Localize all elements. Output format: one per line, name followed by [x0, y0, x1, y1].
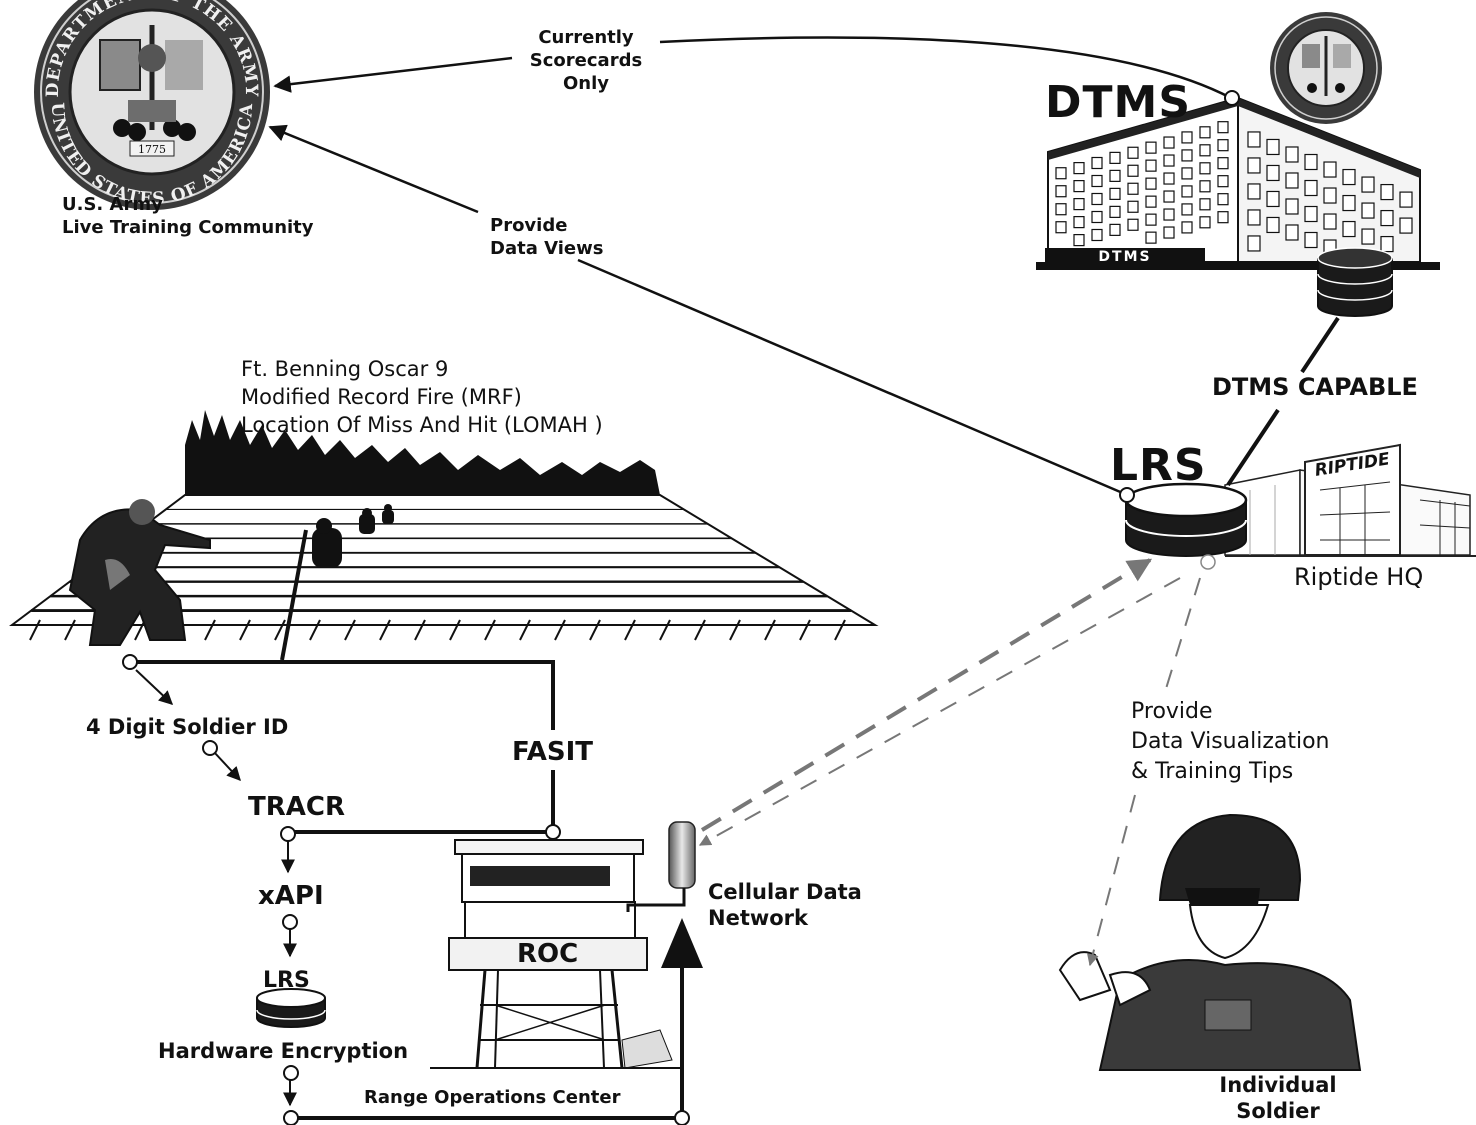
dataviews-label: Provide Data Views	[490, 214, 603, 260]
lrs-local-database-icon	[256, 988, 326, 1028]
riptide-label: Riptide HQ	[1294, 563, 1424, 591]
dtms-windows	[1055, 121, 1413, 256]
xapi-label: xAPI	[258, 881, 324, 911]
army-seal-small-icon	[1270, 12, 1382, 124]
kneeling-rifleman-icon	[68, 499, 211, 646]
viz-line1: Provide	[1131, 699, 1213, 724]
viz-label: Provide Data Visualization & Training Ti…	[1131, 697, 1329, 787]
range-line1: Ft. Benning Oscar 9	[241, 357, 449, 381]
range-lanes	[9, 494, 879, 641]
soldier-with-tablet-icon	[1058, 813, 1362, 1071]
connector-nodes	[122, 90, 1240, 1125]
lrs-main-title: LRS	[1110, 440, 1207, 491]
roc-full-label: Range Operations Center	[364, 1087, 621, 1108]
cellular-line2: Network	[708, 906, 809, 930]
range-targets	[312, 504, 394, 568]
cellular-antenna-icon	[626, 821, 696, 912]
range-line2: Modified Record Fire (MRF)	[241, 385, 522, 409]
tracr-label: TRACR	[248, 792, 345, 822]
army-label-line2: Live Training Community	[62, 217, 314, 238]
scorecards-line3: Only	[562, 73, 610, 94]
range-treeline	[185, 410, 660, 495]
watchtower-icon	[430, 839, 680, 1069]
roc-label: ROC	[517, 939, 579, 969]
range-label: Ft. Benning Oscar 9 Modified Record Fire…	[241, 355, 603, 439]
dtms-database-icon	[1317, 247, 1393, 317]
dtms-capable-label: DTMS CAPABLE	[1212, 373, 1418, 401]
army-label-line1: U.S. Army	[62, 194, 163, 215]
soldier-id-label: 4 Digit Soldier ID	[86, 715, 289, 739]
riptide-building-icon: RIPTIDE	[1224, 443, 1476, 557]
connector-lines	[130, 36, 1340, 1120]
dataviews-line2: Data Views	[490, 238, 604, 259]
individual-soldier-label: Individual Soldier	[1218, 1072, 1338, 1124]
viz-line2: Data Visualization	[1131, 729, 1330, 754]
fasit-label: FASIT	[512, 737, 594, 767]
cellular-line1: Cellular Data	[708, 880, 862, 904]
scorecards-label: Currently Scorecards Only	[518, 26, 654, 95]
dtms-title: DTMS	[1045, 77, 1192, 128]
army-label: U.S. Army Live Training Community	[62, 193, 314, 239]
viz-line3: & Training Tips	[1131, 759, 1294, 784]
dtms-building-sign: DTMS	[1098, 249, 1151, 265]
lrs-main-database-icon	[1124, 482, 1248, 570]
scorecards-line1: Currently	[538, 27, 634, 48]
cellular-label: Cellular Data Network	[708, 879, 862, 931]
seal-year-text: 1775	[138, 143, 166, 156]
scorecards-line2: Scorecards	[529, 50, 643, 71]
lrs-local-label: LRS	[263, 968, 310, 993]
army-seal-large-icon: 1775 DEPARTMENT OF THE ARMY UNITED STATE…	[34, 0, 270, 210]
soldier-line2: Soldier	[1236, 1099, 1320, 1123]
soldier-line1: Individual	[1219, 1073, 1337, 1097]
encryption-label: Hardware Encryption	[158, 1039, 409, 1063]
dataviews-line1: Provide	[490, 215, 568, 236]
range-line3: Location Of Miss And Hit (LOMAH )	[241, 413, 603, 437]
